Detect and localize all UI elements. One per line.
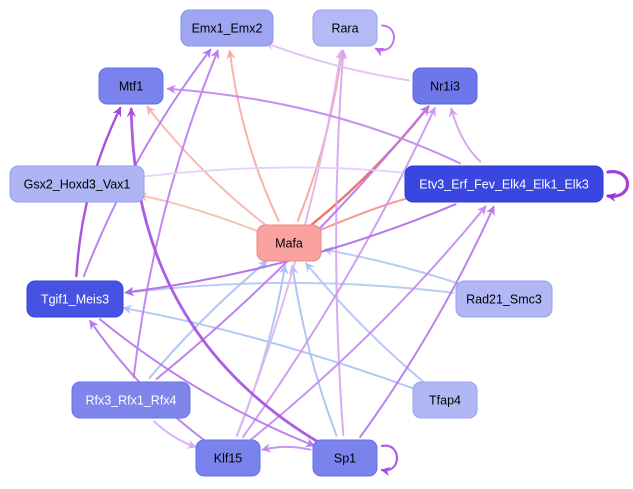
node-box — [412, 381, 478, 419]
edge-Gsx2_Hoxd3_Vax1-Etv3 — [144, 166, 413, 178]
node-Klf15[interactable]: Klf15 — [195, 439, 261, 477]
node-Tfap4[interactable]: Tfap4 — [412, 381, 478, 419]
node-Tgif1_Meis3[interactable]: Tgif1_Meis3 — [26, 280, 124, 318]
edge-Rfx3_Rfx1_Rfx4-Klf15 — [153, 420, 197, 449]
node-box — [26, 280, 124, 318]
node-box — [312, 9, 378, 47]
node-Rfx3_Rfx1_Rfx4[interactable]: Rfx3_Rfx1_Rfx4 — [71, 381, 191, 419]
edge-Rfx3_Rfx1_Rfx4-Mafa — [148, 260, 268, 379]
edge-Sp1-Rara — [335, 49, 348, 436]
node-label: Rad21_Smc3 — [466, 293, 542, 307]
node-Mtf1[interactable]: Mtf1 — [98, 67, 164, 105]
edge-Etv3-Mtf1 — [166, 84, 461, 165]
node-Emx1_Emx2[interactable]: Emx1_Emx2 — [180, 9, 274, 47]
node-Mafa[interactable]: Mafa — [256, 224, 322, 262]
edge-Tfap4-Tgif1_Meis3 — [122, 304, 415, 390]
node-label: Mtf1 — [119, 80, 143, 94]
node-box — [195, 439, 261, 477]
node-label: Klf15 — [214, 452, 243, 466]
node-label: Nr1i3 — [430, 80, 460, 94]
node-box — [312, 439, 378, 477]
node-Gsx2_Hoxd3_Vax1[interactable]: Gsx2_Hoxd3_Vax1 — [9, 165, 145, 203]
node-Etv3[interactable]: Etv3_Erf_Fev_Elk4_Elk1_Elk3 — [404, 165, 604, 203]
edge-Sp1-Klf15 — [261, 443, 312, 453]
node-label: Rara — [331, 22, 358, 36]
node-box — [256, 224, 322, 262]
edge-Rad21_Smc3-Mafa — [323, 246, 464, 286]
edge-Mafa-Emx1_Emx2 — [226, 49, 280, 222]
edge-Tfap4-Mafa — [304, 262, 424, 383]
node-label: Emx1_Emx2 — [192, 22, 263, 36]
node-label: Mafa — [275, 237, 303, 251]
node-label: Etv3_Erf_Fev_Elk4_Elk1_Elk3 — [419, 178, 589, 192]
edge-Klf15-Nr1i3 — [242, 106, 436, 438]
node-box — [455, 280, 553, 318]
node-label: Tgif1_Meis3 — [41, 293, 109, 307]
edge-Sp1-Mafa — [288, 264, 338, 437]
edge-Rara-Rara — [374, 24, 395, 57]
node-box — [412, 67, 478, 105]
node-box — [71, 381, 191, 419]
edge-Mafa-Rara — [296, 49, 346, 222]
edge-Sp1-Etv3 — [359, 205, 495, 438]
node-label: Sp1 — [334, 452, 356, 466]
node-label: Rfx3_Rfx1_Rfx4 — [85, 394, 176, 408]
node-label: Gsx2_Hoxd3_Vax1 — [24, 178, 131, 192]
edge-Mafa-Gsx2_Hoxd3_Vax1 — [138, 192, 259, 232]
edge-Etv3-Etv3 — [606, 170, 630, 202]
edge-Etv3-Nr1i3 — [448, 107, 482, 163]
edge-Tgif1_Meis3-Emx1_Emx2 — [82, 48, 212, 278]
node-box — [98, 67, 164, 105]
edge-Sp1-Sp1 — [380, 444, 398, 477]
edge-Klf15-Etv3 — [249, 205, 487, 441]
node-Sp1[interactable]: Sp1 — [312, 439, 378, 477]
node-Rad21_Smc3[interactable]: Rad21_Smc3 — [455, 280, 553, 318]
node-box — [9, 165, 145, 203]
edge-Tgif1_Meis3-Sp1 — [98, 318, 316, 448]
node-label: Tfap4 — [429, 394, 461, 408]
node-box — [404, 165, 604, 203]
node-box — [180, 9, 274, 47]
edge-Nr1i3-Emx1_Emx2 — [264, 41, 411, 82]
node-Nr1i3[interactable]: Nr1i3 — [412, 67, 478, 105]
node-Rara[interactable]: Rara — [312, 9, 378, 47]
